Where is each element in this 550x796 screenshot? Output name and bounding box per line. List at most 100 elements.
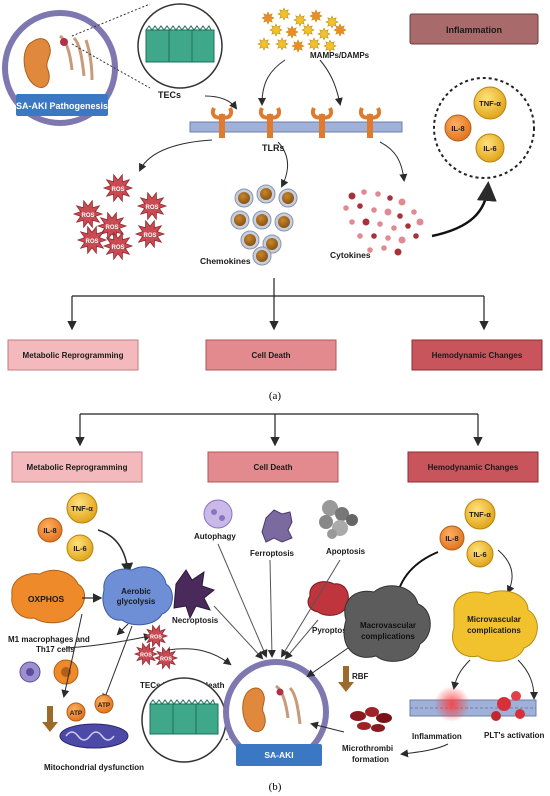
box-hemo-b	[407, 451, 539, 483]
ros-star: ROS	[102, 231, 134, 261]
ros-star: ROS	[133, 642, 159, 666]
mito-label: Mitochondrial dysfunction	[44, 763, 144, 772]
svg-text:ROS: ROS	[143, 233, 156, 239]
box-metabolic-a	[7, 339, 139, 371]
aerobic-label-1: Aerobic	[121, 587, 151, 596]
tecs-label: TECs	[158, 90, 181, 100]
il6-cell-a	[475, 133, 505, 163]
autophagy-label: Autophagy	[194, 532, 236, 541]
tnf-label-b-right: TNF-α	[469, 510, 491, 519]
cytokine-dot	[411, 209, 417, 215]
tnf-label-a: TNF-α	[479, 99, 501, 108]
box-celldeath-a-label: Cell Death	[251, 351, 290, 360]
cytokine-dot	[367, 247, 373, 253]
cell-membrane	[189, 121, 403, 133]
microvascular-blob	[452, 590, 538, 662]
chemokine-particle	[256, 184, 276, 204]
micro-label-2: complications	[467, 626, 521, 635]
platelet-cluster	[491, 691, 525, 721]
rbf-label: RBF	[352, 672, 369, 681]
sa-aki-label: SA-AKI	[264, 750, 293, 760]
cytokine-dot	[377, 221, 383, 227]
mamps-label: MAMPs/DAMPs	[310, 51, 370, 60]
mamp-particle	[291, 39, 305, 53]
micro-label-1: Microvascular	[467, 615, 521, 624]
chemokine-particle	[278, 188, 298, 208]
mamp-particle	[285, 25, 299, 39]
box-celldeath-a	[205, 339, 337, 371]
caption-b: (b)	[269, 781, 282, 793]
tlr-receptor	[211, 107, 233, 138]
tnf-cell-b-right	[464, 498, 496, 530]
plt-label: PLT's activation	[484, 731, 545, 740]
il8-label-b-left: IL-8	[43, 526, 56, 535]
inflammation-box	[409, 13, 539, 45]
aerobic-glycolysis-blob	[102, 566, 173, 626]
cytokines-label: Cytokines	[330, 250, 371, 260]
m1-label-2: Th17 cells	[36, 645, 75, 654]
cytokine-dot	[385, 235, 391, 241]
tlrs-label: TLRs	[262, 143, 285, 153]
ferroptosis-cell	[261, 509, 293, 543]
mamp-particle	[269, 23, 283, 37]
tlr-receptor	[311, 107, 333, 138]
cytokine-dot	[384, 208, 392, 216]
atp-cell-1	[66, 702, 86, 722]
macrovascular-blob	[343, 585, 431, 662]
inflammation-glow	[434, 686, 470, 722]
box-metabolic-b	[11, 451, 143, 483]
mamp-particle	[317, 27, 331, 41]
pyroptosis-cell	[307, 581, 349, 616]
cytokine-dot	[362, 218, 370, 226]
oxphos-label: OXPHOS	[28, 594, 65, 604]
ros-star: ROS	[153, 646, 179, 670]
tnf-label-b-left: TNF-α	[71, 504, 93, 513]
cytokine-dot	[397, 213, 403, 219]
il6-label-b-right: IL-6	[473, 550, 486, 559]
chemokine-cluster	[230, 184, 298, 266]
mamps-damps-particles	[257, 7, 347, 53]
m1-label-1: M1 macrophages and	[8, 635, 90, 644]
cell-death-arrows	[213, 543, 341, 660]
il8-cell-b-left	[37, 517, 63, 543]
caption-a: (a)	[269, 390, 282, 402]
box-hemo-a-label: Hemodynamic Changes	[432, 351, 523, 360]
cytokine-dot	[357, 203, 363, 209]
mamp-particle	[323, 39, 337, 53]
macro-label-2: complications	[361, 632, 415, 641]
ros-star: ROS	[76, 225, 108, 255]
kidney-illustration-b	[223, 659, 329, 765]
svg-text:ROS: ROS	[81, 213, 94, 219]
svg-text:ROS: ROS	[105, 225, 118, 231]
ros-star: ROS	[96, 211, 128, 241]
chemokine-particle	[240, 230, 260, 250]
il8-label-a: IL-8	[451, 124, 464, 133]
svg-text:ROS: ROS	[145, 205, 158, 211]
atp-label-1: ATP	[70, 710, 83, 717]
mamp-particle	[309, 9, 323, 23]
necroptosis-label: Necroptosis	[172, 616, 219, 625]
mamp-particle	[257, 37, 271, 51]
tlr-receptor	[359, 107, 381, 138]
svg-text:ROS: ROS	[140, 653, 152, 659]
autophagy-cell	[203, 499, 233, 529]
cytokine-dot	[398, 236, 406, 244]
ros-star: ROS	[143, 624, 169, 648]
cytokine-dot	[398, 198, 406, 206]
microthrombi-label-1: Microthrombi	[342, 744, 393, 753]
ros-star: ROS	[102, 173, 134, 203]
chemokine-particle	[252, 246, 272, 266]
tnf-cell-a	[473, 86, 507, 120]
cytokine-dot	[371, 233, 377, 239]
cytokine-dot	[361, 189, 367, 195]
mamp-particle	[277, 7, 291, 21]
il8-cell-a	[444, 114, 472, 142]
mamp-particle	[307, 37, 321, 51]
cytokine-dot	[343, 205, 349, 211]
tnf-cell-b-left	[66, 492, 98, 524]
atp-cell-2	[94, 694, 114, 714]
microthrombi-cluster	[350, 707, 392, 732]
